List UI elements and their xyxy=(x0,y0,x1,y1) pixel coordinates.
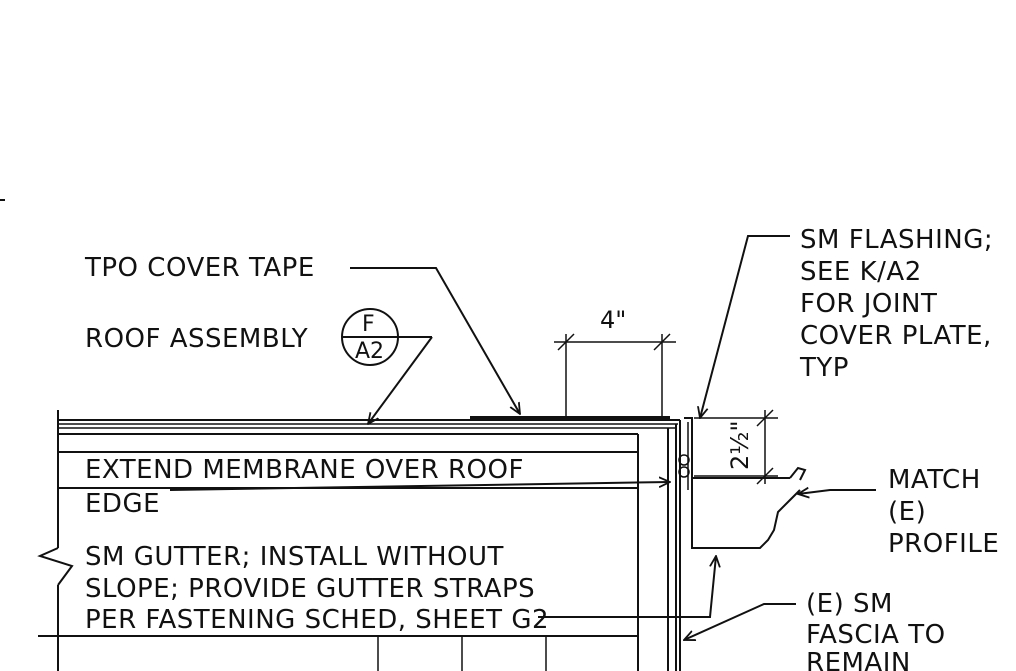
dim-2half-label: 2½" xyxy=(726,420,754,470)
leaders xyxy=(169,235,876,640)
label-sm-flashing-3: FOR JOINT xyxy=(800,289,937,319)
label-fascia-1: (E) SM xyxy=(806,589,893,619)
label-extend-membrane-1: EXTEND MEMBRANE OVER ROOF xyxy=(85,455,524,485)
label-fascia-2: FASCIA TO xyxy=(806,620,946,650)
label-sm-flashing-5: TYP xyxy=(799,353,849,383)
flashing-outer xyxy=(684,417,693,490)
label-fascia-3: REMAIN xyxy=(806,648,911,671)
break-line xyxy=(37,547,74,586)
fastener-2 xyxy=(678,466,690,478)
label-sm-flashing-4: COVER PLATE, xyxy=(800,321,992,351)
leader-roof-assembly xyxy=(368,336,433,424)
dim-4-tick-left xyxy=(557,333,575,351)
label-match-2: (E) xyxy=(888,497,926,527)
dim-2half-tick-bottom xyxy=(756,467,774,485)
cover-tape-strip xyxy=(470,416,670,420)
gutter-lip xyxy=(789,466,807,481)
leader-sm-flashing xyxy=(700,235,790,418)
leader-match-profile xyxy=(798,490,876,494)
dimension-4in xyxy=(554,333,676,416)
gutter-body xyxy=(691,478,801,549)
label-match-3: PROFILE xyxy=(888,529,999,559)
label-extend-membrane-2: EDGE xyxy=(85,489,160,519)
label-roof-assembly: ROOF ASSEMBLY xyxy=(85,324,308,354)
label-sm-gutter-1: SM GUTTER; INSTALL WITHOUT xyxy=(85,542,504,572)
detail-tag-bottom: A2 xyxy=(355,339,384,364)
dim-2half-tick-top xyxy=(756,409,774,427)
leader-fascia xyxy=(684,603,796,640)
roof-structure xyxy=(37,410,681,671)
label-match-1: MATCH xyxy=(888,465,981,495)
dim-4-label: 4" xyxy=(600,306,626,334)
leader-tpo-cover-tape xyxy=(350,267,520,414)
label-sm-flashing-1: SM FLASHING; xyxy=(800,225,993,255)
detail-tag-top: F xyxy=(362,312,375,337)
fastener-1 xyxy=(678,454,690,466)
leader-sm-gutter xyxy=(538,556,716,618)
label-tpo-cover-tape: TPO COVER TAPE xyxy=(84,253,315,283)
detail-tag xyxy=(341,308,432,366)
label-sm-gutter-3: PER FASTENING SCHED, SHEET G2 xyxy=(85,605,549,635)
label-sm-flashing-2: SEE K/A2 xyxy=(800,257,922,287)
label-sm-gutter-2: SLOPE; PROVIDE GUTTER STRAPS xyxy=(85,574,535,604)
leader-extend-membrane xyxy=(169,482,670,491)
dim-4-tick-right xyxy=(653,333,671,351)
